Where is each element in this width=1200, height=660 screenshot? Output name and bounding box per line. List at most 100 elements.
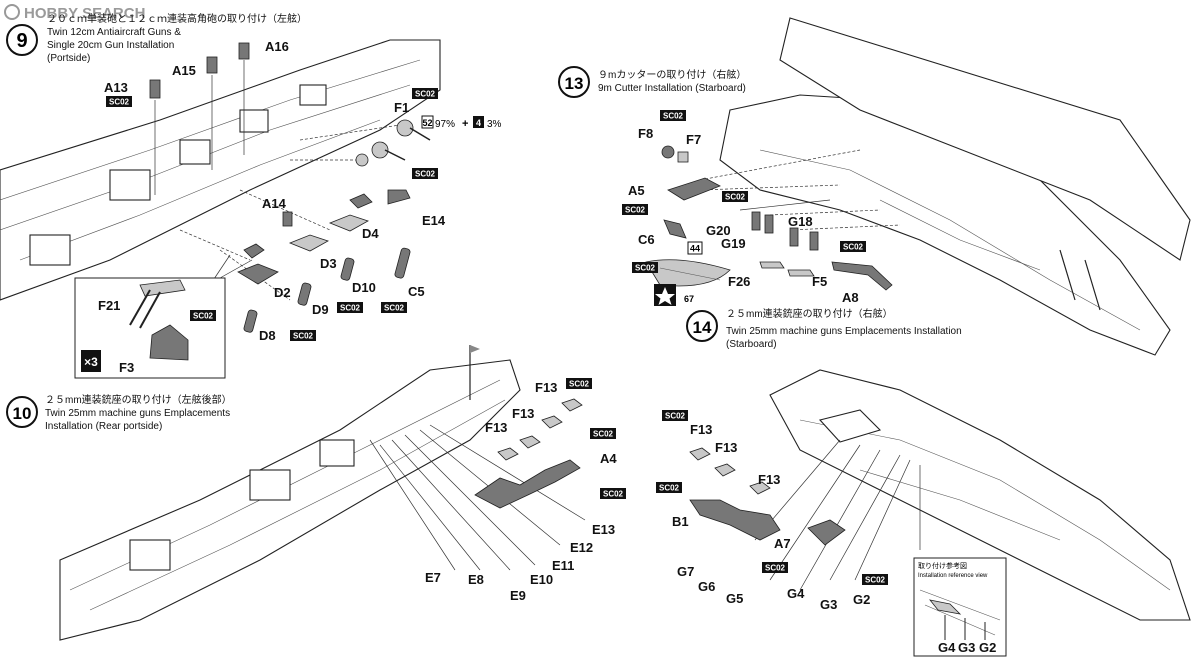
step-13-hull [719,17,1191,356]
step-13-number-circle [558,66,590,98]
label-a16: A16 [265,39,289,54]
part-f8-icon [661,145,675,159]
multiplier-text: ×3 [84,355,98,369]
svg-text:SC02: SC02 [109,98,130,107]
label-d2: D2 [274,285,291,300]
mg-mount-icon [561,398,583,412]
part-f26-icon [759,261,785,269]
label-c5: C5 [408,284,425,299]
watermark-logo-icon [4,4,20,20]
svg-text:SC02: SC02 [635,264,656,273]
label-d9: D9 [312,302,329,317]
step-14-title-jp: ２５mm連装銃座の取り付け（右舷） [726,307,893,320]
step-9-title-en-1: Twin 12cm Antiaircraft Guns & [47,27,181,38]
step-10: 10 ２５mm連装銃座の取り付け（左舷後部） Twin 25mm machine… [6,345,626,641]
step-13-number: 13 [565,74,584,93]
label-g5: G5 [726,591,743,606]
label-f5: F5 [812,274,827,289]
label-a15: A15 [172,63,196,78]
step-13-title-jp: ９mカッターの取り付け（右舷） [598,68,746,81]
gun-turret-icon [371,141,389,159]
svg-text:SC02: SC02 [384,304,405,313]
label-e9: E9 [510,588,526,603]
svg-text:SC02: SC02 [843,243,864,252]
step-9: 9 ２０ｃｍ単装砲と１２ｃｍ連装高角砲の取り付け（左舷） Twin 12cm A… [0,12,502,379]
label-e13: E13 [592,522,615,537]
label-e10: E10 [530,572,553,587]
part-g18-icon [789,227,799,247]
part-c5-icon [394,247,411,279]
label-f21: F21 [98,298,120,313]
step-14-number: 14 [693,318,712,337]
label-f13-e: F13 [715,440,737,455]
step-9-number-circle [6,24,38,56]
label-d8: D8 [259,328,276,343]
part-f1-icon [396,119,414,137]
step-9-title-en-2: Single 20cm Gun Installation [47,40,174,51]
part-c6-icon [663,219,687,239]
ref-label-g2: G2 [979,640,996,655]
watermark: HOBBY SEARCH [4,4,145,22]
svg-text:SC02: SC02 [865,576,886,585]
sc02-badges-step9: SC02 SC02 SC02 SC02 SC02 SC02 SC02 [106,88,438,341]
ref-label-g3: G3 [958,640,975,655]
step-10-number: 10 [13,404,32,423]
rail-icon [787,269,815,277]
part-d10-icon [340,257,355,281]
step-9-hull [0,39,441,301]
step-10-title-en-2: Installation (Rear portside) [45,421,162,432]
svg-text:SC02: SC02 [415,170,436,179]
label-c6: C6 [638,232,655,247]
label-f1: F1 [394,100,409,115]
label-a14: A14 [262,196,287,211]
label-d4: D4 [362,226,379,241]
installation-reference-view: 取り付け参考図 Installation reference view G4 G… [913,557,1007,657]
part-f3-icon [149,324,189,361]
step-9-title-jp: ２０ｃｍ単装砲と１２ｃｍ連装高角砲の取り付け（左舷） [47,12,307,25]
sc02-badges-step14: SC02 SC02 SC02 SC02 [656,410,888,585]
label-f13-c: F13 [512,406,534,421]
part-a7-icon [807,519,846,546]
reference-title-en: Installation reference view [918,573,988,579]
color-mix-label: 52 97% + 4 3% [421,115,502,130]
svg-text:SC02: SC02 [665,412,686,421]
part-a13-icon [149,79,161,99]
svg-text:SC02: SC02 [415,90,436,99]
label-e11: E11 [552,558,574,573]
label-g19: G19 [721,236,746,251]
watermark-text: HOBBY SEARCH [24,5,145,22]
svg-text:SC02: SC02 [569,380,590,389]
part-a15-icon [206,56,218,74]
label-g18: G18 [788,214,813,229]
label-e14: E14 [422,213,446,228]
label-f13-a: F13 [535,380,557,395]
paint-67-label: 67 [684,294,694,304]
label-f13-b: F13 [485,420,507,435]
part-d4-icon [328,214,369,232]
step-14-title-en-2: (Starboard) [726,339,777,350]
mg-mount-icon [243,243,265,259]
step-14: 14 ２５mm連装銃座の取り付け（右舷） Twin 25mm machine g… [656,307,1191,657]
svg-text:SC02: SC02 [293,332,314,341]
part-a5-icon [667,177,721,201]
svg-text:52: 52 [422,118,432,128]
part-b1-icon [689,499,781,541]
step-10-title-jp: ２５mm連装銃座の取り付け（左舷後部） [45,393,232,406]
multiplier-badge [81,350,101,372]
svg-text:SC02: SC02 [593,430,614,439]
svg-text:3%: 3% [487,119,502,130]
part-g20-icon [751,211,761,231]
part-a8-icon [831,261,893,291]
label-f7: F7 [686,132,701,147]
part-d3-icon [288,234,329,252]
svg-text:SC02: SC02 [659,484,680,493]
part-a14-icon [282,211,293,227]
svg-text:+: + [462,118,468,130]
label-d3: D3 [320,256,337,271]
step-13-title-en: 9m Cutter Installation (Starboard) [598,83,746,94]
mg-mount-icon [541,415,563,429]
part-f5-icon [809,231,819,251]
label-a7: A7 [774,536,791,551]
sc02-badges-step10: SC02 SC02 SC02 [566,378,626,499]
paint-44-badge [687,241,703,255]
